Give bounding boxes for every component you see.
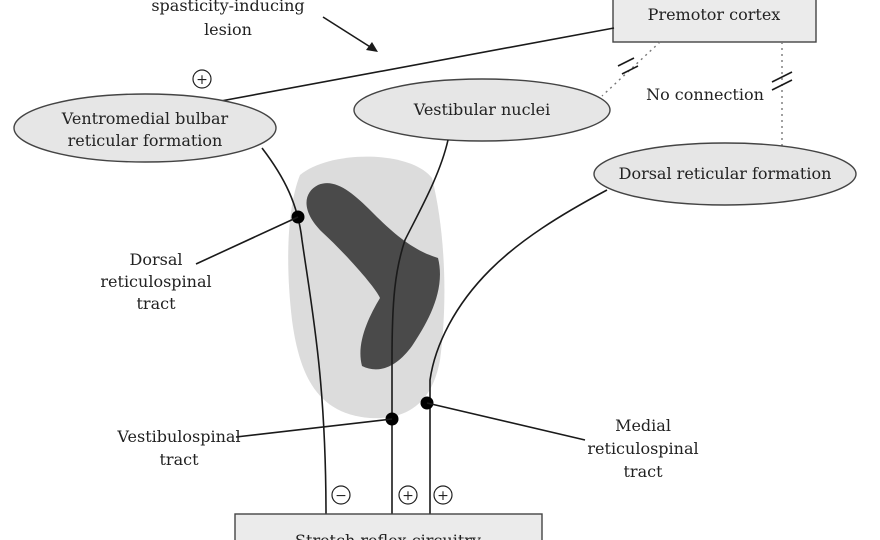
cortex-positive-sign: + bbox=[196, 72, 208, 88]
medial-reticulospinal-tract bbox=[429, 189, 608, 515]
vestibular-nuclei-node: Vestibular nuclei bbox=[353, 78, 611, 142]
stretch-reflex-node: Stretch reflex circuitry bbox=[234, 513, 543, 540]
lesion-area bbox=[306, 183, 440, 370]
cortex-to-ventromedial-line bbox=[209, 27, 615, 104]
vestibular-nuclei-label: Vestibular nuclei bbox=[413, 100, 551, 119]
medial-rs-leader bbox=[426, 402, 586, 441]
premotor-cortex-node: Premotor cortex bbox=[612, 0, 817, 43]
break-mark-left bbox=[617, 57, 639, 75]
ventromedial-node: Ventromedial bulbar reticular formation bbox=[13, 93, 277, 163]
vestibulospinal-leader bbox=[235, 418, 393, 438]
dorsal-rs-label-line3: tract bbox=[136, 294, 176, 313]
ventromedial-label-line1: Ventromedial bulbar bbox=[61, 109, 229, 128]
dorsal-rs-label-line2: reticulospinal bbox=[100, 272, 211, 291]
break-mark-right bbox=[771, 71, 793, 91]
vestibulospinal-sign: + bbox=[402, 488, 414, 504]
premotor-cortex-label: Premotor cortex bbox=[648, 5, 781, 24]
lesion-label-line2: lesion bbox=[204, 20, 252, 39]
dorsal-rs-sign: − bbox=[335, 488, 347, 504]
medial-rs-label-line1: Medial bbox=[615, 416, 671, 435]
medial-rs-label-line3: tract bbox=[623, 462, 663, 481]
vestibulospinal-label-line1: Vestibulospinal bbox=[116, 427, 240, 446]
dorsal-rs-sign-circle bbox=[331, 485, 351, 505]
no-connection-line-left bbox=[601, 41, 661, 97]
vestibulospinal-tract bbox=[391, 139, 449, 515]
medial-rs-sign: + bbox=[437, 488, 449, 504]
cortex-positive-sign-circle bbox=[192, 69, 212, 89]
stretch-reflex-label: Stretch reflex circuitry bbox=[295, 531, 481, 540]
dorsal-rs-label-line1: Dorsal bbox=[130, 250, 183, 269]
medial-rs-label-line2: reticulospinal bbox=[587, 439, 698, 458]
vestibulospinal-sign-circle bbox=[398, 485, 418, 505]
dorsal-reticular-node: Dorsal reticular formation bbox=[593, 142, 857, 206]
vestibulospinal-label-line2: tract bbox=[159, 450, 199, 469]
dorsal-reticular-label: Dorsal reticular formation bbox=[619, 164, 832, 183]
dorsal-reticulospinal-tract bbox=[261, 147, 327, 516]
lesion-label-line1: spasticity-inducing bbox=[151, 0, 304, 15]
dorsal-rs-leader bbox=[195, 216, 299, 265]
lesion-arrow-shaft bbox=[322, 16, 376, 51]
lesion-arrowhead bbox=[366, 42, 378, 52]
ventromedial-label-line2: reticular formation bbox=[68, 131, 223, 150]
no-connection-label: No connection bbox=[646, 85, 764, 104]
medial-rs-sign-circle bbox=[433, 485, 453, 505]
